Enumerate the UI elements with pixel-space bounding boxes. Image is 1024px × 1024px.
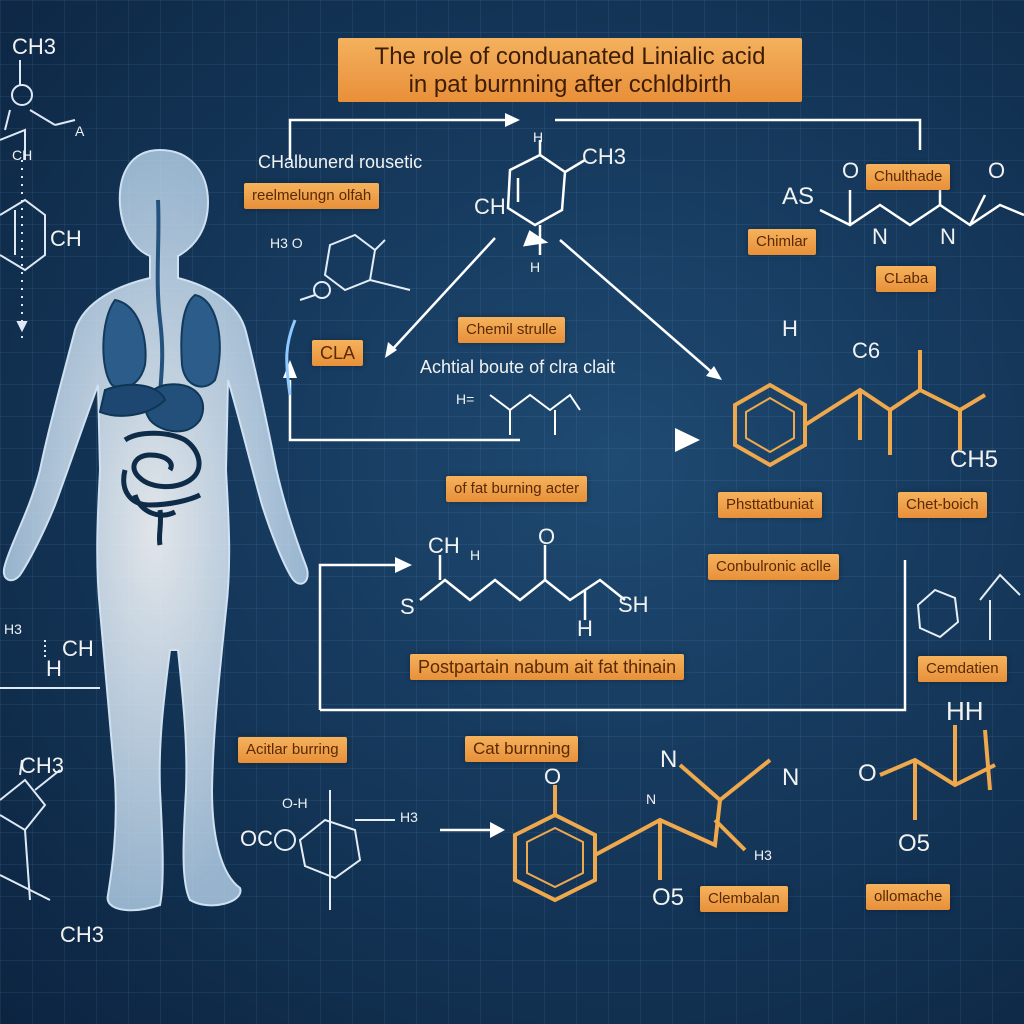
chem-a: A	[75, 123, 85, 139]
clembalan-label: Clembalan	[700, 886, 788, 912]
chem-ch-h: CH	[428, 533, 460, 558]
human-body-figure	[2, 148, 309, 912]
chem-ch3-top: CH3	[582, 144, 627, 169]
chem-ch-left: CH	[50, 226, 82, 251]
chem-o-2: O	[988, 158, 1006, 183]
chem-h-left: H	[46, 656, 62, 681]
small-up-arrow	[285, 319, 297, 396]
chemil-label: Chemil strulle	[458, 317, 565, 343]
chem-as: AS	[782, 183, 815, 210]
claba-label: CLaba	[876, 266, 937, 292]
chem-o5-right: O5	[898, 830, 931, 857]
chem-ch3-bottom-left: CH3	[20, 753, 65, 778]
title-line-2: in pat burnning after cchldbirth	[408, 71, 732, 98]
chem-o-cat: O	[544, 764, 562, 789]
chem-h-bottom: H	[530, 259, 541, 275]
diagram-title: The role of conduanated Linialic acid in…	[338, 38, 802, 102]
chulthade-label: Chulthade	[866, 164, 951, 190]
chem-oc: OC	[240, 826, 273, 851]
achtial-text: Achtial boute of clra clait	[420, 357, 616, 377]
bottom-orange-molecule	[513, 758, 772, 903]
cla-left-label: CLA	[312, 340, 364, 366]
chem-ch-left-2: CH	[62, 636, 94, 661]
phosthat-label: Phsttatbuniat	[718, 492, 822, 518]
acitlar-label: Acitlar burring	[238, 737, 347, 763]
ollomache-label: ollomache	[866, 884, 951, 910]
chem-h-right: H	[782, 316, 798, 341]
chem-h-s: H	[470, 547, 481, 563]
chem-h3o: H3 O	[270, 235, 303, 251]
small-right-benzene	[916, 573, 1021, 640]
chem-h3-cat: H3	[754, 847, 772, 863]
arrow-heads	[283, 113, 722, 838]
chem-ch3-bottom-left-2: CH3	[60, 922, 105, 947]
chem-h-bot: H	[577, 616, 593, 641]
chalbunerd-text: CHalbunerd rousetic	[258, 152, 423, 172]
central-chain-molecule	[489, 393, 581, 435]
chem-n-2: N	[940, 224, 956, 249]
chem-n-b: N	[782, 764, 800, 791]
chem-o5: O5	[652, 884, 685, 911]
chem-n-c: N	[646, 791, 657, 807]
cat-burnning-label: Cat burnning	[465, 736, 579, 762]
mid-left-molecule	[299, 233, 411, 301]
chem-ch3-top-left: CH3	[12, 34, 57, 59]
chem-ch5: CH5	[950, 446, 999, 473]
chem-oh: O-H	[282, 795, 308, 811]
chem-h3-oc: H3	[400, 809, 418, 825]
chem-c6: C6	[852, 338, 881, 363]
conbulronic-label: Conbulronic aclle	[708, 554, 840, 580]
title-line-1: The role of conduanated Linialic acid	[374, 43, 766, 70]
chem-sh: SH	[618, 592, 649, 617]
bottom-right-molecule	[879, 725, 996, 820]
chem-ch-center: CH	[474, 194, 506, 219]
chem-s: S	[400, 594, 415, 619]
fat-burning-acter-label: of fat burning acter	[446, 476, 588, 502]
center-chain-molecule	[419, 545, 626, 620]
postpartain-label: Postpartain nabum ait fat thinain	[410, 654, 685, 680]
reelmelung-label: reelmelungn olfah	[244, 183, 380, 209]
top-benzene-molecule	[506, 140, 586, 255]
chimlar-label: Chimlar	[748, 229, 816, 255]
chem-o-right: O	[858, 760, 877, 787]
chem-h3-left: H3	[4, 621, 22, 637]
bottom-left-molecule	[274, 790, 395, 910]
chem-n-a: N	[660, 746, 678, 773]
chem-h-top: H	[533, 129, 544, 145]
left-molecule-sketches	[0, 60, 100, 901]
cemdatier-label: Cemdatien	[918, 656, 1007, 682]
flow-connectors	[288, 118, 922, 832]
right-upper-molecule	[819, 190, 1024, 227]
chem-h-eq: H=	[456, 391, 475, 407]
chem-n-1: N	[872, 224, 888, 249]
orange-benzene-molecule	[733, 350, 987, 468]
chem-o-1: O	[842, 158, 860, 183]
chetboich-label: Chet-boich	[898, 492, 987, 518]
chem-ch-tl: CH	[12, 147, 33, 163]
chem-o-top: O	[538, 524, 556, 549]
chem-hh: HH	[946, 696, 984, 726]
